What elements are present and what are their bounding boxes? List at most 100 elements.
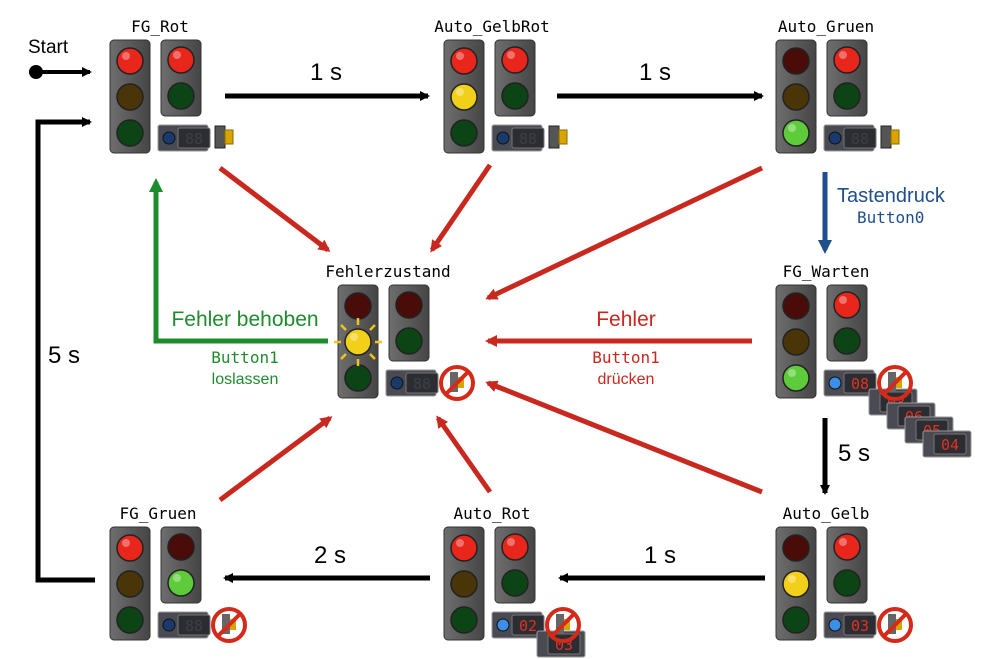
label-fehler-behoben: Fehler behoben bbox=[171, 308, 318, 331]
car-lamp-2 bbox=[782, 364, 810, 392]
ped-lamp-0 bbox=[833, 533, 861, 561]
car-lamp-1 bbox=[782, 328, 810, 356]
start-label: Start bbox=[28, 37, 69, 58]
countdown-display-box bbox=[405, 372, 439, 394]
ped-lamp-0-highlight bbox=[839, 296, 847, 304]
countdown-display: 03 bbox=[851, 617, 869, 635]
ped-lamp-0 bbox=[833, 291, 861, 319]
button-led bbox=[162, 618, 176, 632]
ped-lamp-0 bbox=[167, 46, 195, 74]
error-arrows bbox=[218, 163, 764, 503]
countdown-display-box bbox=[511, 127, 545, 149]
car-lamp-1 bbox=[116, 570, 144, 598]
label-gelbrot-to-gruen: 1 s bbox=[639, 59, 671, 86]
ped-lamp-1 bbox=[833, 327, 861, 355]
push-button-icon bbox=[224, 129, 234, 145]
label-tastendruck: Tastendruck bbox=[837, 185, 946, 207]
arrow-fggruen-to-fgrot bbox=[35, 117, 95, 583]
button-led bbox=[828, 376, 842, 390]
car-lamp-1-highlight bbox=[788, 575, 796, 583]
label-fgrot-to-gelbrot: 1 s bbox=[310, 59, 342, 86]
label-button0: Button0 bbox=[857, 208, 924, 227]
car-lamp-0 bbox=[782, 292, 810, 320]
ped-lamp-1 bbox=[167, 569, 195, 597]
car-lamp-2 bbox=[782, 119, 810, 147]
label-fehler-druecken: drücken bbox=[598, 371, 655, 388]
push-button-icon bbox=[558, 129, 568, 145]
car-lamp-2 bbox=[450, 606, 478, 634]
countdown-display: 88 bbox=[519, 130, 537, 148]
car-lamp-1-highlight bbox=[350, 333, 358, 341]
state-title: Auto_Rot bbox=[453, 504, 530, 523]
countdown-display-box bbox=[843, 614, 877, 636]
label-fehler: Fehler bbox=[596, 308, 656, 331]
label-fehler-button1: Button1 bbox=[592, 348, 659, 367]
car-lamp-0-highlight bbox=[456, 539, 464, 547]
stacked-display-3-box bbox=[933, 433, 967, 455]
ped-lamp-1 bbox=[395, 327, 423, 355]
ped-lamp-0 bbox=[501, 46, 529, 74]
state-title: FG_Gruen bbox=[119, 504, 196, 523]
countdown-display-box bbox=[177, 127, 211, 149]
ped-lamp-0-highlight bbox=[839, 51, 847, 59]
ped-lamp-1 bbox=[501, 569, 529, 597]
car-lamp-1 bbox=[782, 570, 810, 598]
countdown-display-box bbox=[511, 614, 545, 636]
countdown-display: 88 bbox=[851, 130, 869, 148]
car-lamp-0-highlight bbox=[456, 52, 464, 60]
car-lamp-1 bbox=[116, 83, 144, 111]
car-lamp-0 bbox=[782, 534, 810, 562]
ped-lamp-0 bbox=[395, 291, 423, 319]
car-lamp-1-highlight bbox=[456, 88, 464, 96]
countdown-display: 88 bbox=[185, 617, 203, 635]
ped-lamp-0 bbox=[833, 46, 861, 74]
car-lamp-1 bbox=[344, 328, 372, 356]
car-lamp-1 bbox=[450, 570, 478, 598]
car-lamp-2 bbox=[782, 606, 810, 634]
push-button-body bbox=[214, 125, 226, 149]
car-lamp-1 bbox=[450, 83, 478, 111]
car-lamp-2 bbox=[344, 364, 372, 392]
state-title: Fehlerzustand bbox=[325, 262, 450, 281]
car-lamp-2 bbox=[450, 119, 478, 147]
prohibited-icon bbox=[877, 365, 913, 401]
state-fg-warten: FG_Warten0803060504 bbox=[775, 262, 972, 458]
state-title: FG_Warten bbox=[783, 262, 870, 281]
label-rot-to-fggruen: 2 s bbox=[314, 542, 346, 569]
ped-lamp-1 bbox=[167, 82, 195, 110]
state-auto-gelbrot: Auto_GelbRot 88 bbox=[434, 17, 568, 154]
button-led bbox=[496, 618, 510, 632]
blink-rays bbox=[334, 318, 382, 366]
car-lamp-0 bbox=[450, 534, 478, 562]
countdown-display: 08 bbox=[851, 375, 869, 393]
button-led bbox=[828, 618, 842, 632]
push-button-body bbox=[548, 125, 560, 149]
car-lamp-0 bbox=[116, 47, 144, 75]
state-title: Auto_Gelb bbox=[783, 504, 870, 523]
car-lamp-0 bbox=[116, 534, 144, 562]
car-lamp-0-highlight bbox=[122, 52, 130, 60]
ped-lamp-0-highlight bbox=[173, 51, 181, 59]
ped-lamp-0 bbox=[167, 533, 195, 561]
ped-lamp-0-highlight bbox=[507, 538, 515, 546]
push-button-icon bbox=[890, 129, 900, 145]
state-auto-gelb: Auto_Gelb 03 bbox=[775, 504, 913, 643]
label-warten-to-gelb: 5 s bbox=[838, 440, 870, 467]
arrow-recover-to-fgrot bbox=[149, 178, 328, 344]
button-led bbox=[828, 131, 842, 145]
prohibited-icon bbox=[877, 607, 913, 643]
ped-lamp-0-highlight bbox=[507, 51, 515, 59]
car-lamp-1 bbox=[782, 83, 810, 111]
countdown-display-box bbox=[843, 127, 877, 149]
state-title: Auto_Gruen bbox=[778, 17, 874, 36]
state-title: Auto_GelbRot bbox=[434, 17, 550, 36]
start-arrow bbox=[29, 65, 92, 79]
countdown-display: 02 bbox=[519, 617, 537, 635]
car-lamp-0 bbox=[450, 47, 478, 75]
countdown-display: 88 bbox=[185, 130, 203, 148]
ped-lamp-1-highlight bbox=[173, 574, 181, 582]
